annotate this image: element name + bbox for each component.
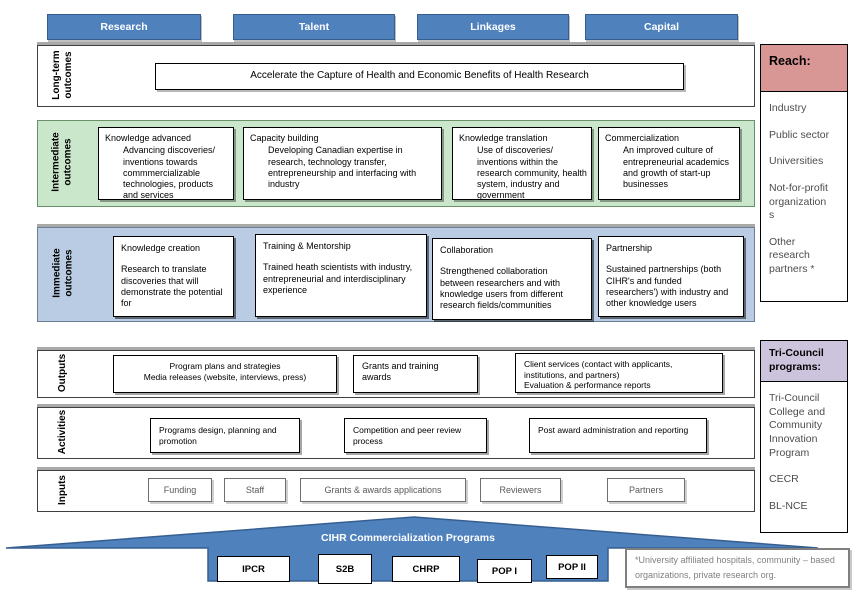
- program-box-pop-1: POP I: [477, 559, 532, 583]
- box-title: Knowledge translation: [459, 133, 548, 143]
- box-training-mentorship: Training & Mentorship Trained heath scie…: [255, 234, 427, 317]
- row-outputs: Program plans and strategies Media relea…: [37, 350, 755, 398]
- tri-council-panel: Tri-Council programs: Tri-Council Colleg…: [760, 340, 848, 533]
- reach-list: Industry Public sector Universities Not-…: [761, 92, 847, 277]
- box-line: Program plans and strategies: [169, 361, 281, 371]
- box-body: Trained heath scientists with industry, …: [263, 262, 413, 295]
- box-body: Sustained partnerships (both CIHR's and …: [606, 264, 729, 308]
- box-grants-awards-applications: Grants & awards applications: [300, 478, 466, 502]
- box-collaboration: Collaboration Strengthened collaboration…: [432, 238, 592, 320]
- tri-council-title: Tri-Council programs:: [761, 341, 847, 382]
- reach-item: Industry: [769, 102, 807, 114]
- box-knowledge-advanced: Knowledge advanced Advancing discoveries…: [98, 127, 234, 200]
- box-line: Evaluation & performance reports: [524, 380, 651, 391]
- reach-item: Other research partners *: [769, 235, 815, 276]
- reach-item: Not-for-profit organizations: [769, 181, 828, 222]
- pillar-talent: Talent: [233, 14, 395, 40]
- box-reviewers: Reviewers: [480, 478, 561, 502]
- box-program-plans: Program plans and strategies Media relea…: [113, 355, 337, 393]
- funnel-shape: [5, 516, 819, 582]
- box-title: Capacity building: [250, 133, 319, 143]
- row-immediate-outcomes: Knowledge creation Research to translate…: [37, 227, 755, 322]
- pillar-research-label: Research: [100, 21, 148, 33]
- long-term-statement-box: Accelerate the Capture of Health and Eco…: [155, 63, 684, 90]
- box-line: Grants and training awards: [362, 361, 439, 383]
- box-line: Media releases (website, interviews, pre…: [143, 371, 307, 382]
- tri-council-item: Tri-Council College and Community Innova…: [769, 392, 826, 459]
- funnel-title: CIHR Commercialization Programs: [321, 532, 495, 544]
- box-body: Research to translate discoveries that w…: [121, 264, 223, 308]
- box-partnership: Partnership Sustained partnerships (both…: [598, 236, 744, 317]
- program-box-s2b: S2B: [318, 554, 372, 584]
- box-capacity-building: Capacity building Developing Canadian ex…: [243, 127, 442, 200]
- row-inputs: Funding Staff Grants & awards applicatio…: [37, 470, 755, 512]
- pillar-talent-label: Talent: [298, 21, 330, 33]
- tri-council-list: Tri-Council College and Community Innova…: [761, 382, 847, 513]
- row-label-inputs: Inputs: [56, 475, 68, 505]
- box-line: Client services (contact with applicants…: [524, 359, 673, 380]
- pillar-linkages: Linkages: [417, 14, 569, 40]
- box-body: Developing Canadian expertise in researc…: [268, 145, 417, 189]
- tri-council-item: BL-NCE: [769, 499, 808, 512]
- pillar-research: Research: [47, 14, 201, 40]
- tri-council-item: CECR: [769, 473, 799, 486]
- box-title: Training & Mentorship: [263, 241, 351, 251]
- box-title: Knowledge creation: [121, 243, 201, 253]
- pillar-linkages-label: Linkages: [470, 21, 516, 33]
- box-staff: Staff: [224, 478, 286, 502]
- long-term-statement: Accelerate the Capture of Health and Eco…: [250, 70, 589, 82]
- box-client-services: Client services (contact with applicants…: [515, 353, 723, 393]
- program-box-pop-2: POP II: [546, 555, 598, 579]
- box-funding: Funding: [148, 478, 212, 502]
- row-intermediate-outcomes: Knowledge advanced Advancing discoveries…: [37, 120, 755, 207]
- row-label-outputs: Outputs: [56, 353, 68, 393]
- box-commercialization: Commercialization An improved culture of…: [598, 127, 740, 200]
- box-partners: Partners: [607, 478, 685, 502]
- box-knowledge-translation: Knowledge translation Use of discoveries…: [452, 127, 592, 200]
- row-label-intermediate-outcomes: Intermediate outcomes: [50, 132, 74, 192]
- footnote-box: *University affiliated hospitals, commun…: [625, 548, 850, 588]
- box-knowledge-creation: Knowledge creation Research to translate…: [113, 236, 234, 317]
- reach-title: Reach:: [761, 45, 847, 92]
- reach-item: Public sector: [769, 128, 830, 141]
- row-label-long-term-outcomes: Long-term outcomes: [50, 50, 75, 100]
- pillar-capital: Capital: [585, 14, 738, 40]
- row-activities: Programs design, planning and promotion …: [37, 407, 755, 459]
- program-box-ipcr: IPCR: [217, 556, 290, 582]
- box-body: Use of discoveries/ inventions within th…: [477, 145, 587, 201]
- reach-item: Universities: [769, 155, 824, 168]
- box-title: Collaboration: [440, 245, 494, 255]
- box-grants-training-awards: Grants and training awards: [353, 355, 478, 393]
- box-programs-design: Programs design, planning and promotion: [150, 418, 300, 453]
- box-body: Advancing discoveries/ inventions toward…: [123, 145, 216, 201]
- box-competition-peer-review: Competition and peer review process: [344, 418, 487, 453]
- box-body: Strengthened collaboration between resea…: [440, 266, 563, 310]
- row-label-activities: Activities: [56, 409, 68, 455]
- box-title: Knowledge advanced: [105, 133, 192, 143]
- funnel-polygon: [5, 516, 819, 582]
- row-label-immediate-outcomes: Immediate outcomes: [51, 248, 75, 298]
- box-title: Commercialization: [605, 133, 680, 143]
- row-long-term-outcomes: Accelerate the Capture of Health and Eco…: [37, 45, 755, 107]
- box-title: Partnership: [606, 243, 653, 253]
- box-body: An improved culture of entrepreneurial a…: [623, 145, 730, 189]
- pillar-capital-label: Capital: [643, 21, 679, 33]
- box-post-award-admin: Post award administration and reporting: [529, 418, 707, 453]
- reach-panel: Reach: Industry Public sector Universiti…: [760, 44, 848, 302]
- program-box-chrp: CHRP: [392, 556, 460, 582]
